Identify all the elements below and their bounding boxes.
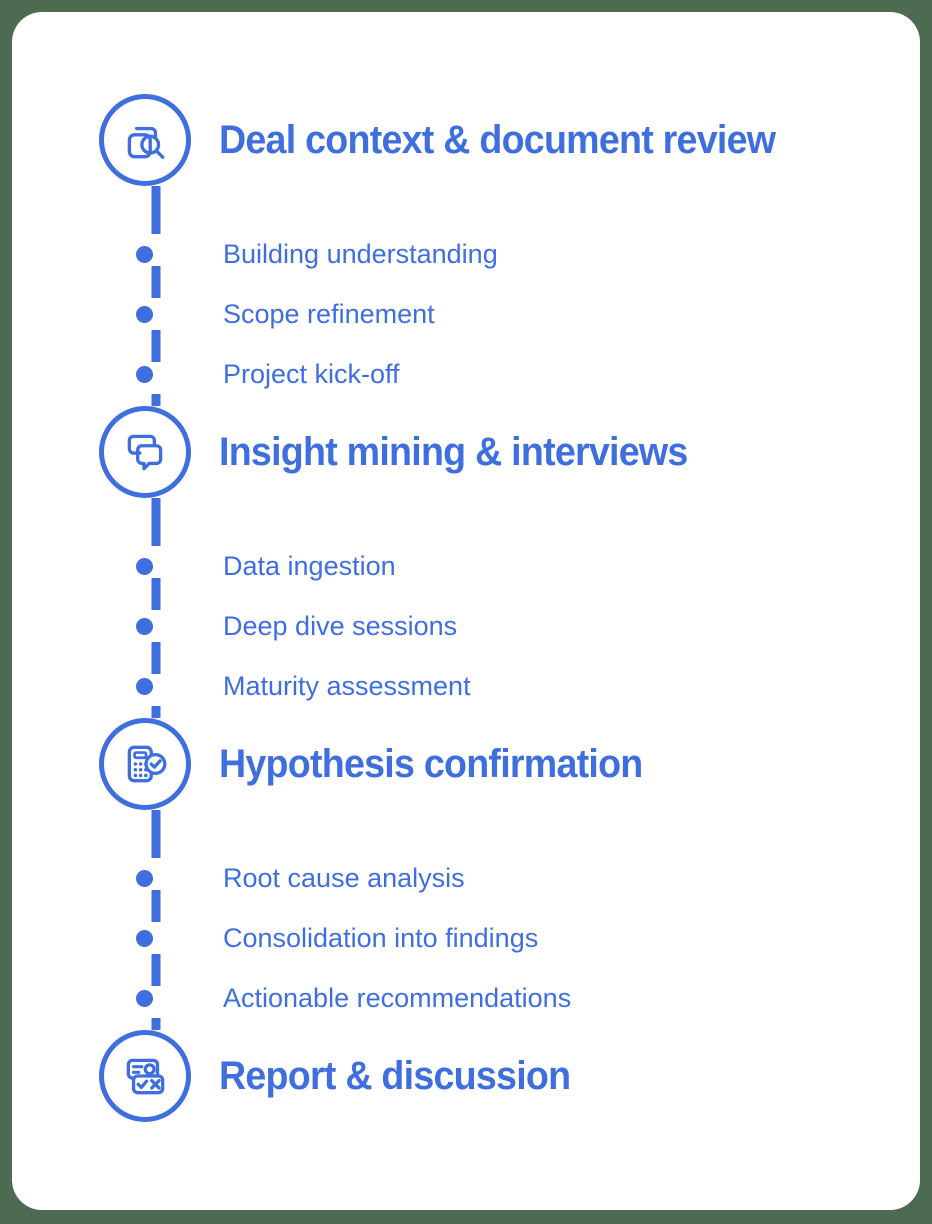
step-dot xyxy=(136,869,153,887)
phase-4[interactable]: Report & discussion xyxy=(99,1030,932,1122)
timeline-connector-rail xyxy=(151,186,161,1030)
phase-1-step-2[interactable]: Scope refinement xyxy=(136,300,932,328)
step-dot xyxy=(136,989,153,1007)
step-dot xyxy=(136,245,153,263)
step-label: Actionable recommendations xyxy=(223,982,572,1013)
calculator-check-icon xyxy=(99,718,191,810)
step-label: Scope refinement xyxy=(223,298,435,329)
step-label: Building understanding xyxy=(223,238,498,269)
phase-title: Report & discussion xyxy=(219,1054,571,1098)
step-label: Data ingestion xyxy=(223,550,396,581)
step-dot xyxy=(136,617,153,635)
step-label: Root cause analysis xyxy=(223,862,465,893)
report-check-cross-icon xyxy=(99,1030,191,1122)
phase-title: Hypothesis confirmation xyxy=(219,742,643,786)
phase-1-step-1[interactable]: Building understanding xyxy=(136,240,932,268)
step-dot xyxy=(136,365,153,383)
step-label: Maturity assessment xyxy=(223,670,471,701)
phase-1-step-3[interactable]: Project kick-off xyxy=(136,360,932,388)
phase-2-step-1[interactable]: Data ingestion xyxy=(136,552,932,580)
phase-title: Insight mining & interviews xyxy=(219,430,688,474)
step-dot xyxy=(136,929,153,947)
phase-2-step-2[interactable]: Deep dive sessions xyxy=(136,612,932,640)
phase-3-step-3[interactable]: Actionable recommendations xyxy=(136,984,932,1012)
phase-3-step-1[interactable]: Root cause analysis xyxy=(136,864,932,892)
phase-title: Deal context & document review xyxy=(219,118,776,162)
step-dot xyxy=(136,557,153,575)
step-dot xyxy=(136,677,153,695)
phase-3[interactable]: Hypothesis confirmation xyxy=(99,718,932,810)
step-label: Consolidation into findings xyxy=(223,922,539,953)
process-timeline: Deal context & document review Building … xyxy=(12,12,920,1210)
step-dot xyxy=(136,305,153,323)
step-label: Deep dive sessions xyxy=(223,610,458,641)
phase-1[interactable]: Deal context & document review xyxy=(99,94,932,186)
chat-bubbles-icon xyxy=(99,406,191,498)
timeline-card: Deal context & document review Building … xyxy=(12,12,920,1210)
document-search-icon xyxy=(99,94,191,186)
step-label: Project kick-off xyxy=(223,358,400,389)
phase-3-step-2[interactable]: Consolidation into findings xyxy=(136,924,932,952)
timeline-track: Deal context & document review Building … xyxy=(99,94,932,1134)
phase-2[interactable]: Insight mining & interviews xyxy=(99,406,932,498)
phase-2-step-3[interactable]: Maturity assessment xyxy=(136,672,932,700)
